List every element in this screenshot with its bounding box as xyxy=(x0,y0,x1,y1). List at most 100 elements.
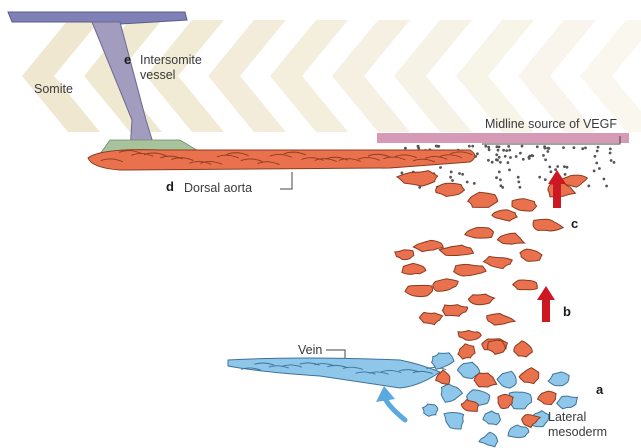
vegf-dot xyxy=(451,179,454,182)
vegf-dot xyxy=(505,149,508,152)
vegf-dot xyxy=(548,166,551,169)
angioblast-venous xyxy=(423,404,438,416)
vegf-dot xyxy=(497,149,500,152)
angioblast-venous xyxy=(508,425,529,438)
endothelial-cell-arterial xyxy=(512,199,537,211)
vegf-dot xyxy=(417,147,420,150)
vegf-dot xyxy=(584,147,587,150)
vegf-dot xyxy=(499,178,502,181)
vegf-dot xyxy=(566,166,569,169)
vegf-dot xyxy=(548,147,551,150)
vegf-dot xyxy=(519,186,522,189)
endothelial-cell-arterial xyxy=(492,210,517,221)
endothelial-cell-arterial xyxy=(520,249,542,261)
midline-vegf-bar xyxy=(377,133,629,143)
vegf-dot xyxy=(609,152,612,155)
vegf-dot xyxy=(544,158,547,161)
vegf-dot xyxy=(544,178,547,181)
vegf-dot xyxy=(605,185,608,188)
vegf-dot xyxy=(404,147,407,150)
dorsal-aorta xyxy=(88,150,475,170)
dorsal-aorta-label: Dorsal aorta xyxy=(184,181,252,195)
vegf-dot xyxy=(401,172,404,175)
endothelial-cell-arterial xyxy=(468,294,494,305)
vegf-dot xyxy=(450,171,453,174)
endothelial-cell-arterial xyxy=(395,250,414,260)
vegf-dot xyxy=(554,168,557,171)
vegf-dot xyxy=(550,170,553,173)
vegf-dot xyxy=(593,170,596,173)
angioblast-venous xyxy=(441,384,462,402)
vegf-dot xyxy=(597,146,600,149)
vegf-dot xyxy=(461,173,464,176)
endothelial-cell-arterial xyxy=(439,245,473,255)
key-d: d xyxy=(166,180,174,194)
vegf-dot xyxy=(522,158,525,161)
somite-chevron xyxy=(580,20,641,132)
key-c: c xyxy=(571,217,578,231)
vegf-dot xyxy=(609,148,612,151)
endothelial-cell-arterial xyxy=(533,219,563,231)
endothelial-cell-arterial xyxy=(419,312,442,324)
angioblast-venous xyxy=(497,371,516,388)
angioblast-venous xyxy=(479,432,498,447)
vegf-dot xyxy=(495,153,498,156)
endothelial-cell-arterial xyxy=(487,314,515,326)
vegf-dot xyxy=(508,149,511,152)
key-e: e xyxy=(124,53,131,67)
vegf-dot xyxy=(536,145,539,148)
lateral-mesoderm-label-line2: mesoderm xyxy=(548,425,607,439)
vegf-dot xyxy=(594,155,597,158)
angioblast-venous xyxy=(483,411,501,425)
endothelial-cell-arterial xyxy=(458,330,481,340)
endothelial-cell-arterial xyxy=(413,240,443,251)
vein-body xyxy=(228,358,440,388)
intersomite-label-line1: Intersomite xyxy=(140,53,202,67)
vegf-dot xyxy=(502,149,505,152)
arrow-red-lower xyxy=(537,286,555,322)
vegf-dot xyxy=(473,182,476,185)
intersomite-label-line2: vessel xyxy=(140,68,175,82)
vegf-dot xyxy=(468,145,471,148)
vegf-dot xyxy=(528,157,531,160)
angioblast-arterial xyxy=(488,340,506,354)
vegf-dot xyxy=(508,169,511,172)
vegf-dot xyxy=(509,156,512,159)
vein xyxy=(228,358,446,388)
vegf-dot xyxy=(487,146,490,149)
vegf-dot xyxy=(521,145,524,148)
lateral-mesoderm-label-line1: Lateral xyxy=(548,410,586,424)
angioblast-arterial xyxy=(538,391,556,404)
angioblast-venous xyxy=(548,372,569,386)
vegf-dot xyxy=(496,145,499,148)
angioblast-arterial xyxy=(474,373,497,387)
endothelial-cell-arterial xyxy=(468,192,498,207)
vegf-dot xyxy=(439,166,442,169)
vegf-dot xyxy=(507,145,510,148)
angioblast-arterial xyxy=(458,344,475,359)
vegf-dot xyxy=(491,161,494,164)
midline-vegf-label: Midline source of VEGF xyxy=(485,117,617,131)
vegf-dot xyxy=(504,155,507,158)
angioblast-venous xyxy=(444,413,464,429)
vegf-dot xyxy=(458,172,461,175)
vegf-dot xyxy=(418,186,421,189)
vegf-dot xyxy=(538,176,541,179)
vegf-dot xyxy=(581,147,584,150)
endothelial-cell-arterial xyxy=(454,264,487,276)
endothelial-cell-arterial xyxy=(497,233,524,244)
vegf-dot xyxy=(498,156,501,159)
key-a: a xyxy=(596,383,603,397)
endothelial-cell-arterial xyxy=(513,280,538,290)
angioblast-arterial xyxy=(514,341,533,357)
vegf-dot xyxy=(595,162,598,165)
vegf-dot xyxy=(563,165,566,168)
key-b: b xyxy=(563,305,571,319)
vegf-dot xyxy=(613,161,616,164)
vegf-dot xyxy=(501,186,504,189)
angioblast-arterial xyxy=(519,368,539,384)
endothelial-cell-arterial xyxy=(405,285,432,296)
endothelial-cell-arterial xyxy=(465,227,494,238)
vegf-dot xyxy=(515,155,518,158)
